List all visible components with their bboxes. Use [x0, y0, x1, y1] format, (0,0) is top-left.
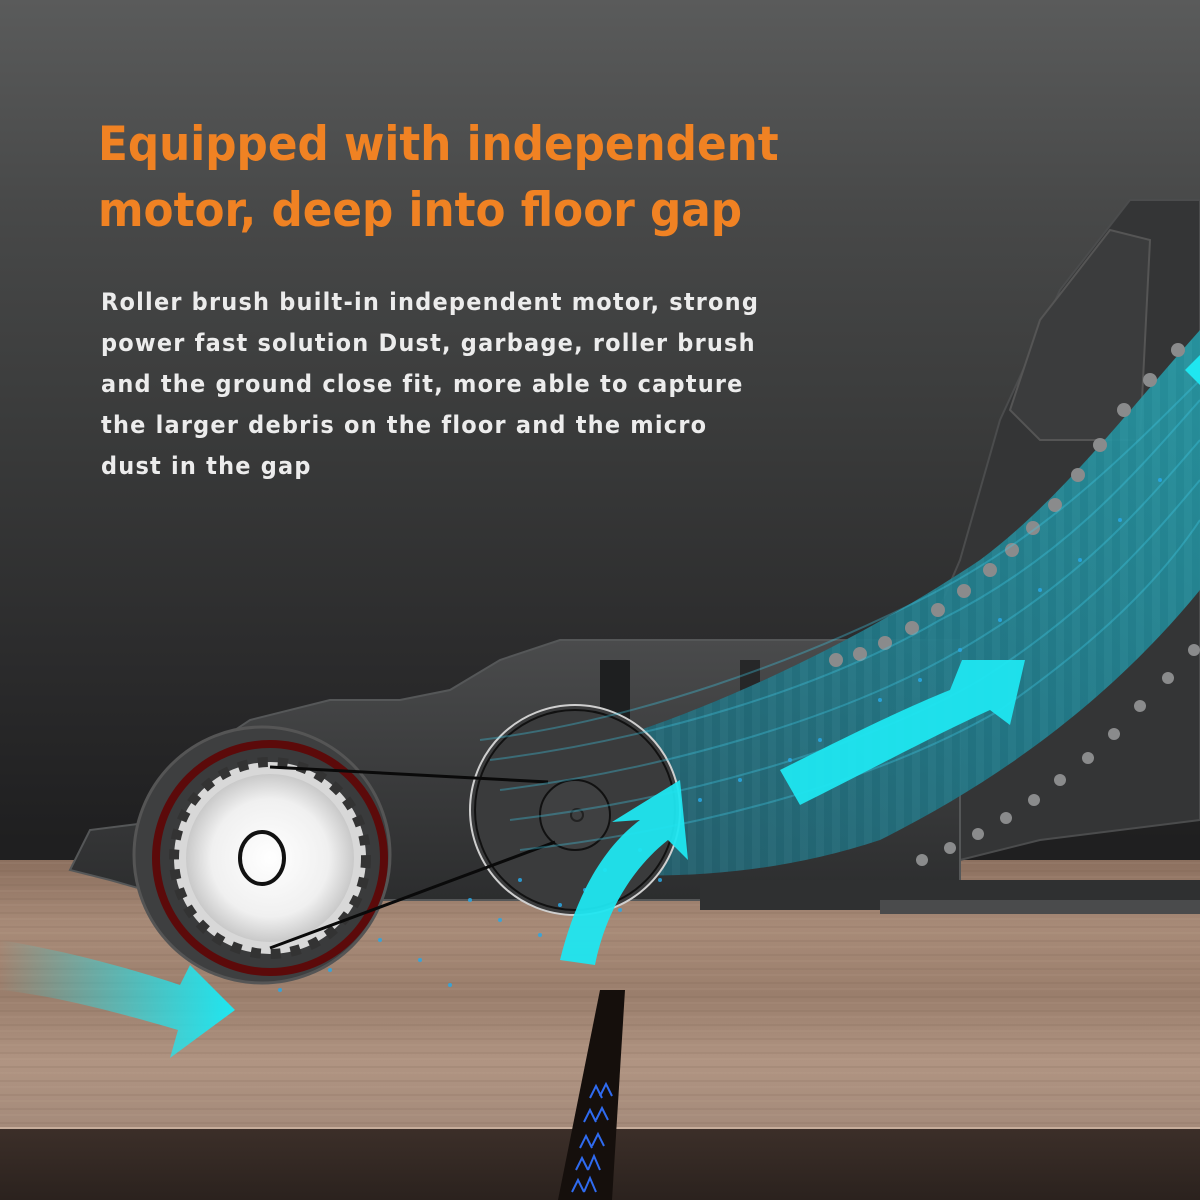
suction-channel-icon — [540, 330, 1200, 876]
headline-line-1: Equipped with independent — [98, 117, 779, 172]
roller-brush-gear-icon — [169, 757, 371, 959]
headline-line-2: motor, deep into floor gap — [98, 183, 743, 238]
description-line: dust in the gap — [101, 452, 312, 480]
description-line: and the ground close fit, more able to c… — [101, 370, 744, 398]
feature-description: Roller brush built-in independent motor,… — [101, 282, 812, 487]
description-line: the larger debris on the floor and the m… — [101, 411, 708, 439]
description-line: Roller brush built-in independent motor,… — [101, 288, 760, 316]
description-line: power fast solution Dust, garbage, rolle… — [101, 329, 756, 357]
airflow-arrow-icon — [0, 355, 1200, 1058]
roller-brush-icon — [132, 725, 392, 985]
headline: Equipped with independent motor, deep in… — [98, 112, 805, 244]
floor-gap — [558, 990, 625, 1200]
drive-belt-icon — [269, 765, 556, 950]
